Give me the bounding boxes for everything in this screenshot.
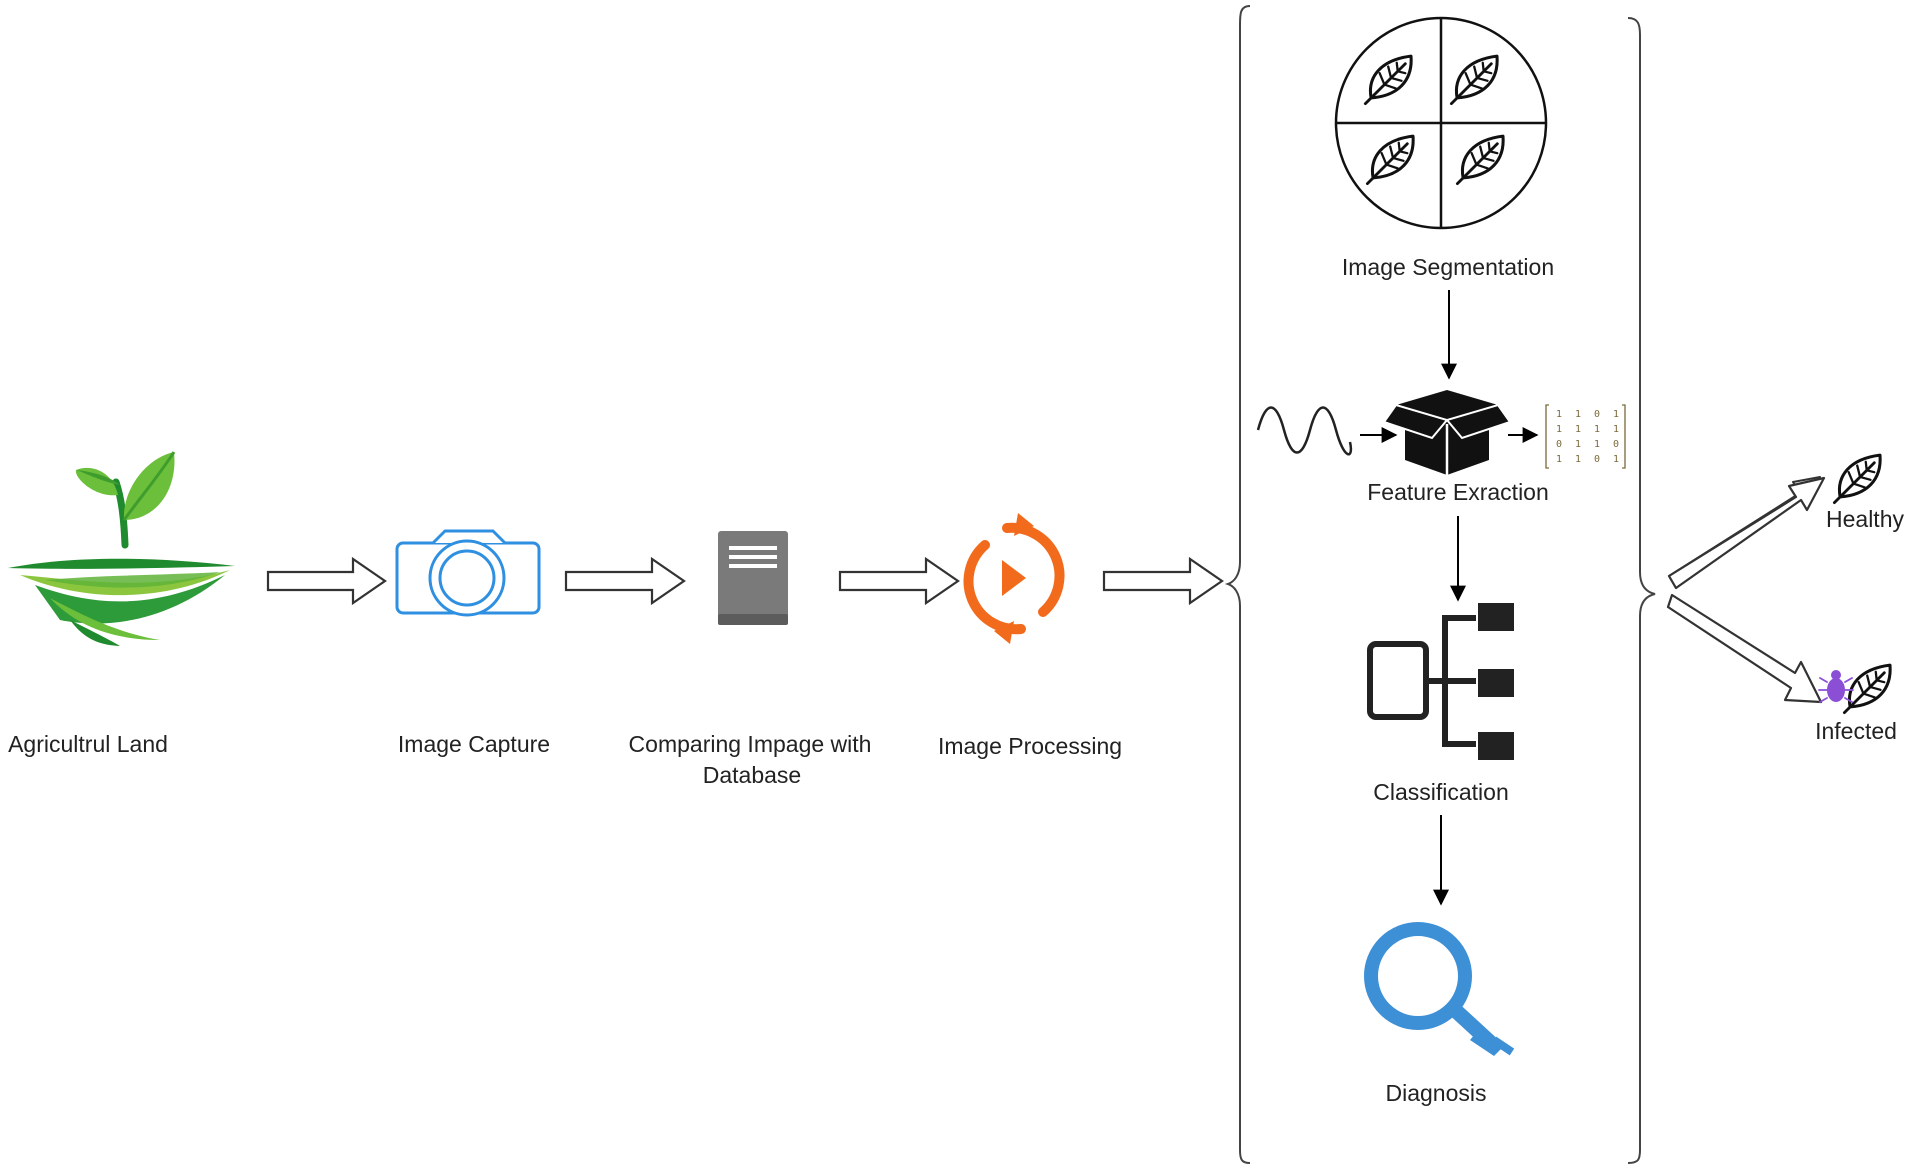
agricultural-land-label: Agricultrul Land	[8, 731, 168, 757]
infected-label: Infected	[1815, 718, 1897, 744]
image-processing-icon	[963, 513, 1065, 644]
healthy-arrow	[1667, 476, 1826, 590]
matrix-cell: 1	[1556, 454, 1562, 465]
matrix-cell: 1	[1575, 454, 1581, 465]
classification-icon	[1367, 603, 1514, 760]
agricultural-land-icon	[8, 451, 235, 646]
flow-arrow-3	[838, 556, 960, 606]
matrix-cell: 1	[1594, 424, 1600, 435]
infected-leaf-icon	[1842, 663, 1892, 715]
healthy-label: Healthy	[1826, 506, 1904, 532]
matrix-cell: 0	[1594, 409, 1600, 420]
matrix-cell: 0	[1594, 454, 1600, 465]
left-brace	[1224, 5, 1251, 1164]
matrix-cell: 0	[1613, 439, 1619, 450]
feature-extraction-label: Feature Exraction	[1367, 479, 1549, 505]
matrix-cell: 1	[1575, 424, 1581, 435]
diagnosis-label: Diagnosis	[1386, 1080, 1487, 1106]
matrix-cell: 1	[1613, 409, 1619, 420]
image-segmentation-icon	[1334, 16, 1548, 230]
image-capture-label: Image Capture	[398, 731, 550, 757]
comparing-label-line1: Comparing Impage with	[629, 731, 872, 757]
bug-icon	[1818, 670, 1854, 703]
comparing-label-line2: Database	[703, 762, 801, 788]
matrix-cell: 1	[1613, 424, 1619, 435]
camera-icon	[395, 529, 541, 617]
database-icon	[718, 531, 788, 625]
matrix-cell: 1	[1575, 439, 1581, 450]
matrix-cell: 0	[1556, 439, 1562, 450]
binary-matrix-icon: 1 1 0 1 1 1 1 1 0 1 1 0 1 1 0 1	[1545, 404, 1626, 469]
classification-label: Classification	[1373, 779, 1509, 805]
flow-arrow-2	[564, 556, 686, 606]
healthy-leaf-icon	[1832, 453, 1882, 505]
matrix-cell: 1	[1556, 409, 1562, 420]
flow-arrow-1	[266, 556, 387, 606]
box-icon	[1382, 390, 1512, 475]
matrix-cell: 1	[1556, 424, 1562, 435]
infected-arrow	[1666, 593, 1823, 704]
flow-arrow-4	[1102, 556, 1224, 606]
matrix-cell: 1	[1594, 439, 1600, 450]
matrix-cell: 1	[1575, 409, 1581, 420]
feature-extraction-row: 1 1 0 1 1 1 1 1 0 1 1 0 1 1 0 1	[1256, 390, 1626, 475]
matrix-cell: 1	[1613, 454, 1619, 465]
right-brace	[1627, 17, 1656, 1164]
image-segmentation-label: Image Segmentation	[1342, 254, 1554, 280]
signal-wave-icon	[1256, 406, 1353, 456]
magnifier-icon	[1364, 922, 1515, 1056]
image-processing-label: Image Processing	[938, 733, 1122, 759]
